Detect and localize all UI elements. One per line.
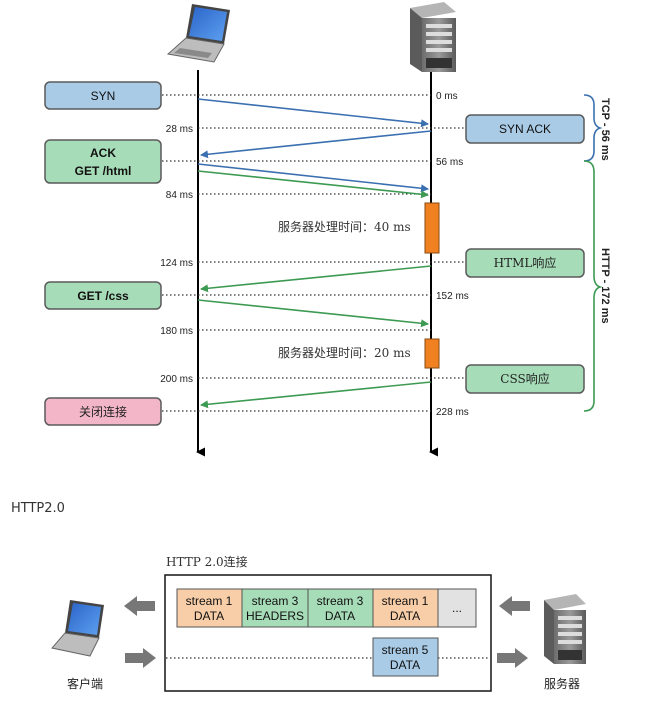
svg-text:SYN: SYN [91,89,116,103]
svg-text:DATA: DATA [325,609,355,623]
frame-stream3-headers: stream 3 HEADERS [241,588,309,628]
http-phase-brace [583,160,603,412]
client-message-ack-get-html: ACK GET /html [44,139,162,184]
time-label: 28 ms [166,124,193,135]
to-server-right-arrow-icon [497,648,528,668]
to-server-arrow-icon [125,648,156,668]
time-label: 84 ms [166,190,193,201]
svg-text:HTML响应: HTML响应 [494,255,557,270]
time-label: 0 ms [436,91,458,102]
svg-text:DATA: DATA [390,609,420,623]
ack-arrow [197,163,429,193]
section-heading: HTTP2.0 [11,501,65,516]
frame-stream1-data: stream 1 DATA [372,588,439,628]
syn-arrow [197,98,429,128]
tcp-phase-brace [583,94,603,162]
server-processing-bar [424,202,440,254]
server-icon [410,2,456,72]
get-html-arrow [197,170,429,199]
get-css-arrow [197,299,429,328]
frame-ellipsis: ... [437,588,477,628]
svg-text:ACK: ACK [90,146,116,160]
processing-label: 服务器处理时间：20 ms [278,345,411,360]
processing-label: 服务器处理时间：40 ms [278,219,411,234]
client-message-close: 关闭连接 [44,397,162,426]
server-processing-bar [424,338,440,369]
html-response-arrow [200,265,432,293]
server-message-html-response: HTML响应 [465,248,585,278]
svg-text:stream 3: stream 3 [252,594,299,608]
svg-text:stream 1: stream 1 [186,594,233,608]
svg-text:...: ... [452,601,462,615]
svg-text:GET /html: GET /html [75,164,132,178]
time-label: 56 ms [436,157,463,168]
laptop-icon [166,4,230,63]
from-server-arrow-icon [499,596,530,616]
time-label: 124 ms [160,258,193,269]
svg-text:stream 3: stream 3 [317,594,364,608]
css-response-arrow [200,381,432,409]
frame-stream5-data: stream 5 DATA [372,637,439,677]
server-message-css-response: CSS响应 [465,364,585,394]
time-label: 152 ms [436,291,469,302]
client-message-syn: SYN [44,81,162,110]
svg-text:GET /css: GET /css [77,289,129,303]
frame-stream1-data: stream 1 DATA [176,588,243,628]
svg-text:HEADERS: HEADERS [246,609,304,623]
to-client-arrow-icon [124,596,155,616]
svg-text:CSS响应: CSS响应 [500,371,549,386]
frame-stream3-data: stream 3 DATA [307,588,374,628]
svg-text:DATA: DATA [390,658,420,672]
client-message-get-css: GET /css [44,281,162,310]
server-tower-icon [544,594,586,664]
svg-text:DATA: DATA [194,609,224,623]
time-gridlines [162,94,466,412]
svg-text:stream 1: stream 1 [382,594,429,608]
svg-text:stream 5: stream 5 [382,643,429,657]
svg-text:SYN ACK: SYN ACK [499,122,551,136]
server-message-synack: SYN ACK [465,114,585,144]
time-label: 180 ms [160,326,193,337]
synack-arrow [200,130,432,159]
client-laptop-icon [51,600,104,657]
svg-text:关闭连接: 关闭连接 [79,404,127,419]
server-label: 服务器 [544,676,580,691]
client-label: 客户端 [67,676,103,691]
connection-title: HTTP 2.0连接 [166,554,248,569]
time-label: 200 ms [160,374,193,385]
time-label: 228 ms [436,407,469,418]
http-phase-label: HTTP - 172 ms [599,248,611,324]
tcp-phase-label: TCP - 56 ms [599,98,611,161]
